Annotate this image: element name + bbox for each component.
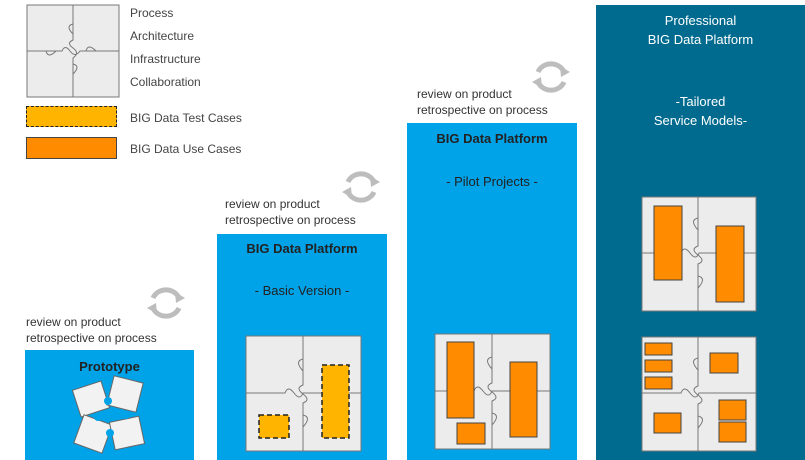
professional-panel: Professional BIG Data Platform -Tailored… [596, 5, 805, 460]
prototype-scattered-puzzle-icon [71, 375, 146, 454]
professional-subtitle: -Tailored Service Models- [596, 92, 805, 130]
basic-test-case-small [258, 414, 290, 439]
professional-bottom-use-case-5 [718, 399, 747, 421]
legend-swatch-test-cases [26, 106, 117, 127]
pilot-use-case-left [446, 341, 475, 419]
professional-bottom-use-case-6 [653, 412, 682, 434]
professional-bottom-use-case-4 [709, 352, 739, 374]
legend-label-process: Process [130, 6, 174, 20]
pilot-use-case-bottom [456, 422, 486, 445]
pilot-panel: BIG Data Platform - Pilot Projects - [407, 123, 577, 460]
legend-label-use-cases: BIG Data Use Cases [130, 142, 242, 156]
professional-puzzle-icon-bottom [641, 336, 757, 452]
prototype-panel: Prototype [25, 350, 194, 460]
pilot-review-line1: review on product [417, 87, 512, 101]
professional-bottom-use-case-2 [644, 359, 673, 373]
legend: Process Architecture Infrastructure Coll… [0, 0, 260, 170]
legend-swatch-use-cases [26, 137, 117, 159]
basic-puzzle-icon [245, 335, 362, 452]
professional-top-use-case-right [715, 225, 745, 303]
basic-review-text: review on product retrospective on proce… [225, 196, 356, 228]
professional-title: Professional BIG Data Platform [596, 11, 805, 49]
professional-subtitle-line2: Service Models- [653, 113, 748, 128]
pilot-review-line2: retrospective on process [417, 103, 548, 117]
legend-label-collaboration: Collaboration [130, 75, 201, 89]
pilot-subtitle: - Pilot Projects - [446, 174, 538, 189]
professional-top-use-case-left [653, 205, 683, 281]
pilot-title: BIG Data Platform [436, 131, 548, 146]
prototype-review-line2: retrospective on process [26, 331, 157, 345]
prototype-review-text: review on product retrospective on proce… [26, 314, 157, 346]
basic-test-case-large [321, 364, 350, 439]
professional-bottom-use-case-7 [718, 421, 747, 443]
professional-title-line2: BIG Data Platform [647, 32, 754, 47]
legend-label-test-cases: BIG Data Test Cases [130, 111, 242, 125]
professional-bottom-use-case-1 [644, 342, 673, 356]
prototype-cycle-icon [147, 287, 185, 319]
basic-review-line1: review on product [225, 197, 320, 211]
basic-subtitle: - Basic Version - [254, 283, 350, 298]
pilot-puzzle-icon [434, 333, 551, 450]
basic-title: BIG Data Platform [246, 241, 358, 256]
prototype-review-line1: review on product [26, 315, 121, 329]
professional-subtitle-line1: -Tailored [675, 94, 726, 109]
legend-label-infrastructure: Infrastructure [130, 52, 201, 66]
professional-title-line1: Professional [664, 13, 737, 28]
legend-label-architecture: Architecture [130, 29, 195, 43]
prototype-title: Prototype [79, 359, 140, 374]
professional-puzzle-icon-top [641, 196, 757, 312]
basic-review-line2: retrospective on process [225, 213, 356, 227]
legend-puzzle-icon [26, 4, 120, 98]
pilot-cycle-icon [532, 61, 570, 93]
basic-panel: BIG Data Platform - Basic Version - [217, 234, 387, 460]
pilot-review-text: review on product retrospective on proce… [417, 86, 548, 118]
pilot-use-case-right [509, 361, 538, 438]
professional-bottom-use-case-3 [644, 376, 673, 390]
basic-cycle-icon [342, 171, 380, 203]
